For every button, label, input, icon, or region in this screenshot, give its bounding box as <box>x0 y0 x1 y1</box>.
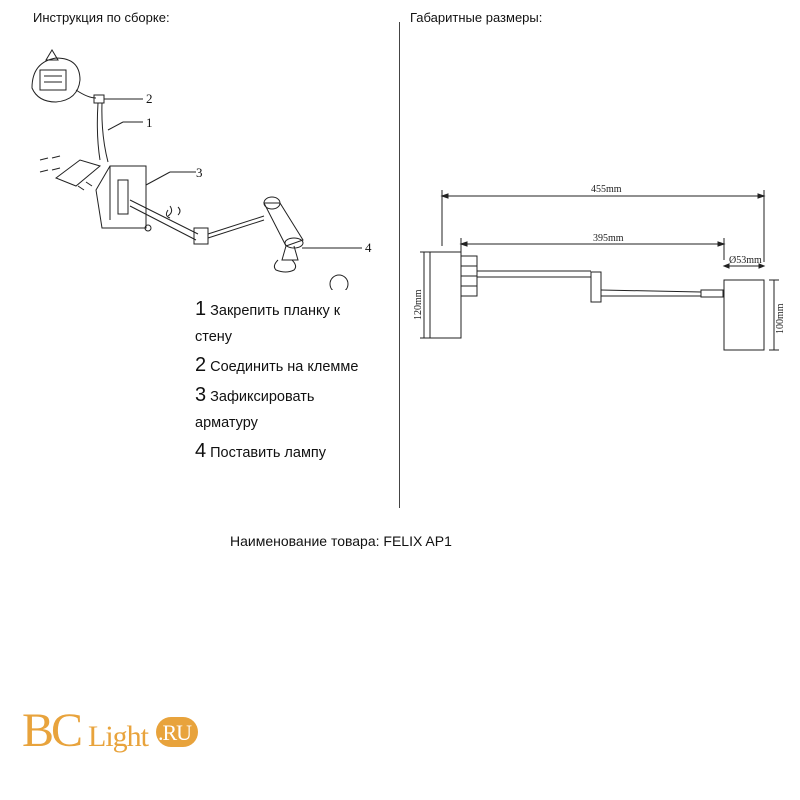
svg-text:.RU: .RU <box>158 720 192 745</box>
dim-455-label: 455mm <box>591 184 622 195</box>
step-number: 4 <box>195 440 207 462</box>
dim-wall-plate <box>429 251 462 339</box>
step-text: Закрепить планку к <box>210 303 341 319</box>
bclight-logo: BC Light .RU <box>22 704 198 757</box>
vertical-divider <box>399 22 400 508</box>
arm <box>129 199 265 245</box>
assembly-diagram: 2 1 3 4 <box>31 49 372 290</box>
dimensions-diagram: 455mm 395mm Ø53mm 120mm 100mm <box>413 184 785 351</box>
step-text-cont: стену <box>195 329 233 345</box>
svg-text:BC: BC <box>22 704 81 757</box>
lamp-head <box>263 196 362 273</box>
warning-icon <box>45 49 59 61</box>
step-number: 2 <box>195 354 207 376</box>
dim-lamp-head <box>723 279 765 351</box>
dim-120-label: 120mm <box>413 289 424 320</box>
callout-2: 2 <box>146 91 153 106</box>
step-text: Соединить на клемме <box>210 359 359 375</box>
step-text-cont: арматуру <box>195 415 258 431</box>
step-number: 3 <box>195 384 207 406</box>
assembly-instructions-title: Инструкция по сборке: <box>33 10 170 25</box>
lamp-bulb <box>329 274 349 290</box>
mounting-plate <box>39 155 102 191</box>
product-name: Наименование товара: FELIX AP1 <box>230 533 452 549</box>
dim-100-label: 100mm <box>775 303 785 334</box>
step-number: 1 <box>195 298 207 320</box>
dim-395-label: 395mm <box>593 233 624 244</box>
step-text: Поставить лампу <box>210 445 327 461</box>
dim-diameter-label: Ø53mm <box>729 255 762 266</box>
callout-1: 1 <box>146 115 153 130</box>
dimensions-title: Габаритные размеры: <box>410 10 543 25</box>
step-text: Зафиксировать <box>210 389 315 405</box>
wiring-detail <box>31 49 97 103</box>
svg-text:Light: Light <box>88 720 150 753</box>
terminal-block <box>93 94 105 104</box>
callout-4: 4 <box>365 240 372 255</box>
wall-base <box>95 165 147 229</box>
callout-3: 3 <box>196 165 203 180</box>
